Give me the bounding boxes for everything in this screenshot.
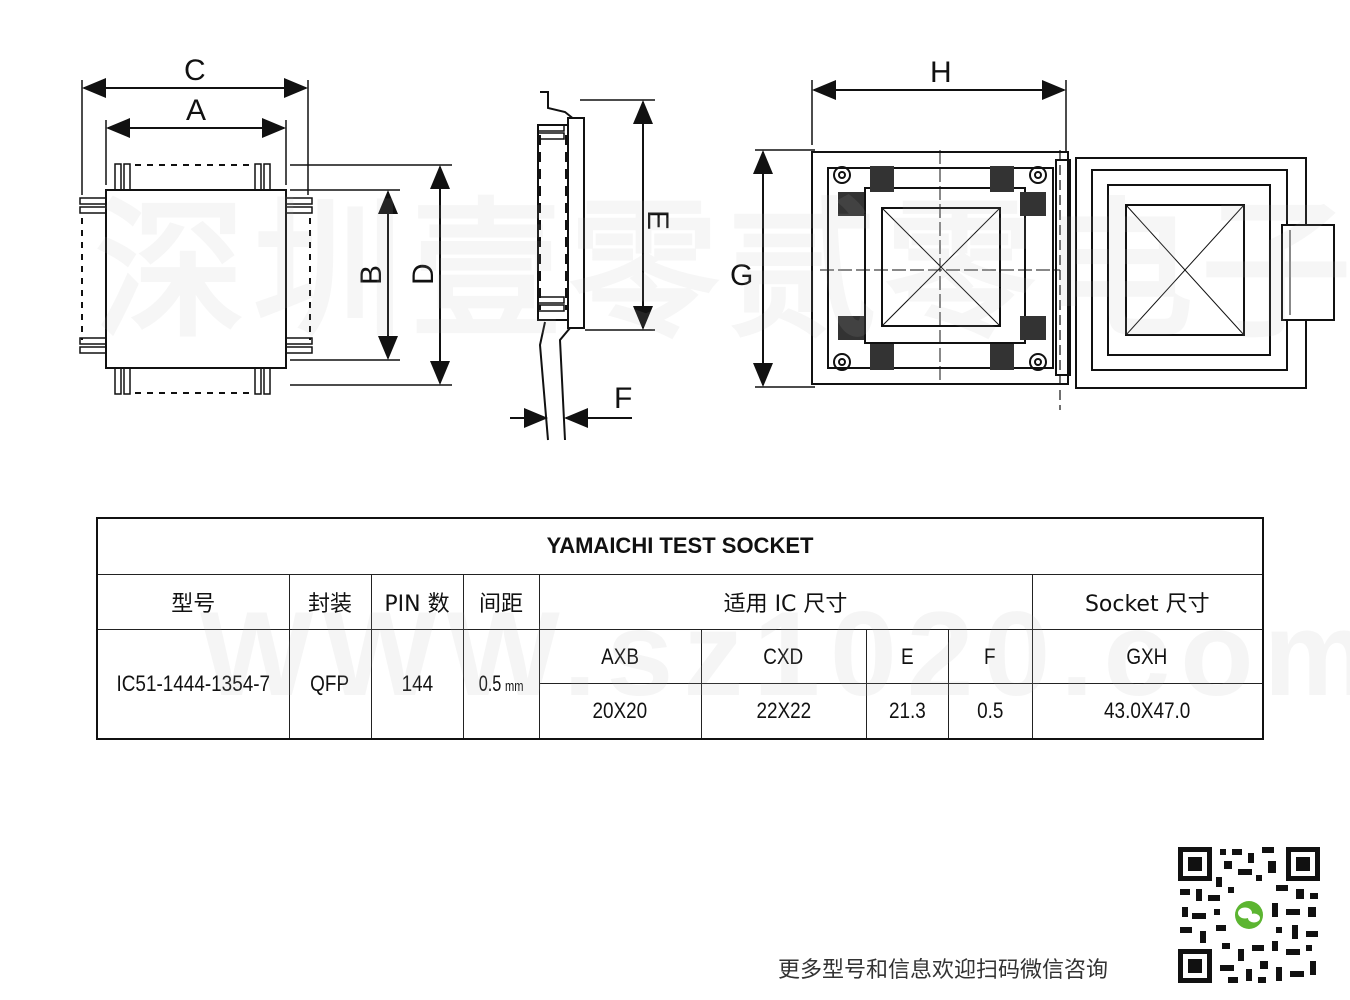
cell-package-text: QFP: [310, 671, 350, 696]
cell-cxd: 22X22: [700, 683, 867, 740]
cell-axb: 20X20: [538, 683, 702, 740]
subheader-f-text: F: [984, 643, 996, 669]
dim-label-b: B: [355, 265, 388, 285]
cell-package: QFP: [288, 629, 372, 740]
subheader-gxh: GXH: [1031, 628, 1264, 685]
dim-label-c: C: [184, 54, 206, 87]
socket-top-view: [753, 80, 1335, 410]
subheader-axb: AXB: [538, 628, 702, 685]
dim-label-f: F: [614, 382, 632, 415]
dim-label-h: H: [930, 56, 952, 89]
cell-pin-text: 144: [401, 671, 433, 696]
dim-label-e: E: [641, 210, 674, 230]
qfp-side-view: [510, 91, 655, 441]
header-package: 封装: [288, 573, 372, 630]
cell-e: 21.3: [865, 683, 949, 740]
cell-f: 0.5: [947, 683, 1033, 740]
subheader-e-text: E: [900, 643, 914, 669]
table-title: YAMAICHI TEST SOCKET: [96, 517, 1264, 575]
header-ic-size: 适用 IC 尺寸: [538, 573, 1033, 630]
subheader-axb-text: AXB: [601, 643, 639, 669]
cell-model: IC51-1444-1354-7: [96, 629, 290, 740]
cell-pin: 144: [370, 629, 464, 740]
dim-label-a: A: [186, 94, 206, 127]
qfp-top-view: [79, 78, 452, 395]
cell-axb-text: 20X20: [592, 698, 648, 724]
header-pitch: 间距: [462, 573, 540, 630]
cell-e-text: 21.3: [888, 698, 926, 724]
subheader-gxh-text: GXH: [1126, 643, 1168, 669]
spec-table: YAMAICHI TEST SOCKET 型号 封装 PIN 数 间距 适用 I…: [96, 517, 1265, 740]
footer-note: 更多型号和信息欢迎扫码微信咨询: [778, 958, 1109, 983]
cell-pitch-value: 0.5: [478, 671, 502, 696]
subheader-f: F: [947, 628, 1033, 685]
cell-gxh: 43.0X47.0: [1031, 683, 1264, 740]
cell-model-text: IC51-1444-1354-7: [116, 671, 271, 696]
dim-label-g: G: [730, 259, 753, 292]
cell-gxh-text: 43.0X47.0: [1104, 698, 1191, 724]
wechat-qr-code-icon[interactable]: [1176, 845, 1322, 985]
header-model: 型号: [96, 573, 290, 630]
subheader-e: E: [865, 628, 949, 685]
cell-cxd-text: 22X22: [756, 698, 811, 724]
subheader-cxd: CXD: [700, 628, 867, 685]
header-pin: PIN 数: [370, 573, 464, 630]
subheader-cxd-text: CXD: [763, 643, 804, 669]
cell-f-text: 0.5: [976, 698, 1004, 724]
header-socket-size: Socket 尺寸: [1031, 573, 1264, 630]
dim-label-d: D: [407, 263, 440, 285]
cell-pitch-unit: mm: [504, 678, 524, 695]
technical-drawing: C A B D E F: [79, 54, 1335, 441]
